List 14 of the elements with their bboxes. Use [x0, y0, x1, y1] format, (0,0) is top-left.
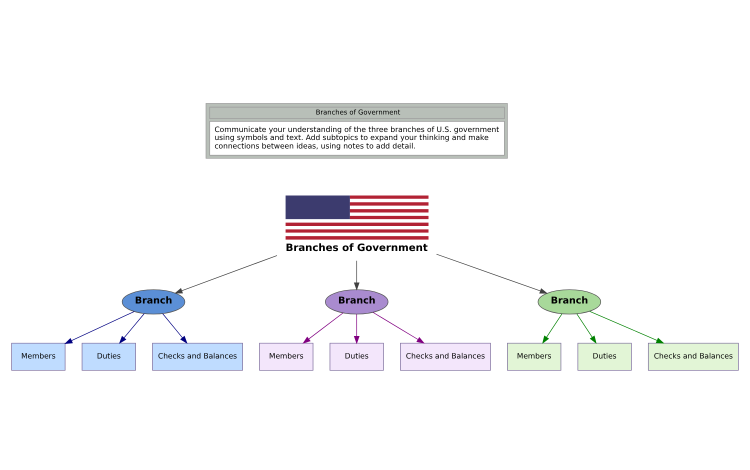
arrow: [576, 313, 597, 344]
arrow: [436, 253, 548, 294]
arrow: [542, 313, 562, 344]
arrow: [174, 254, 278, 293]
arrow: [118, 312, 145, 344]
node-ellipse: Branch: [325, 288, 388, 314]
arrow: [302, 312, 344, 344]
arrow: [589, 310, 664, 344]
node-label: Branches of Government: [286, 242, 428, 254]
arrow: [354, 313, 360, 344]
arrow: [64, 310, 135, 344]
arrow: [372, 312, 425, 344]
arrow: [162, 312, 188, 344]
arrow: [354, 260, 360, 290]
